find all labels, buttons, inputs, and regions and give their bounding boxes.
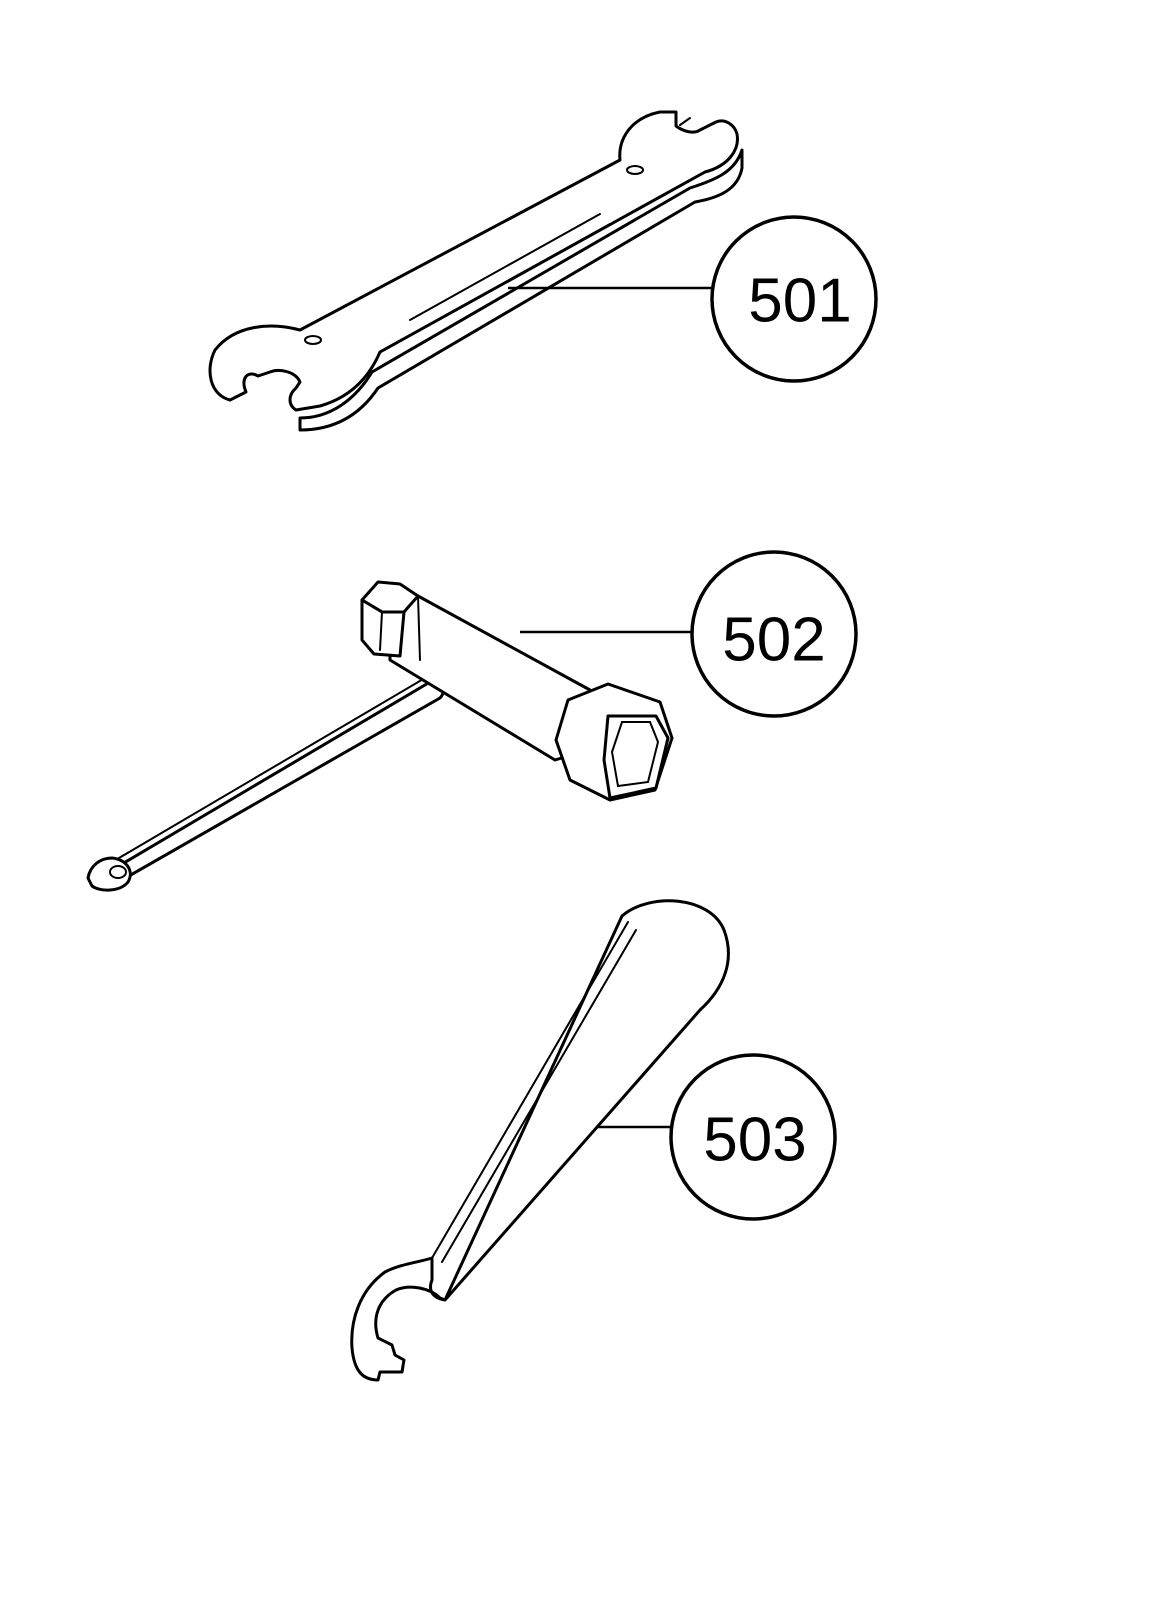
callout-502: 502 bbox=[690, 550, 858, 718]
hook-spanner-icon bbox=[350, 899, 730, 1382]
t-socket-wrench-icon bbox=[86, 580, 674, 892]
callout-501: 501 bbox=[710, 215, 878, 383]
callout-label-503: 503 bbox=[703, 1106, 806, 1175]
open-end-wrench-icon bbox=[208, 110, 744, 432]
callout-label-502: 502 bbox=[722, 606, 825, 675]
callout-503: 503 bbox=[669, 1053, 837, 1221]
callout-label-501: 501 bbox=[748, 267, 851, 336]
